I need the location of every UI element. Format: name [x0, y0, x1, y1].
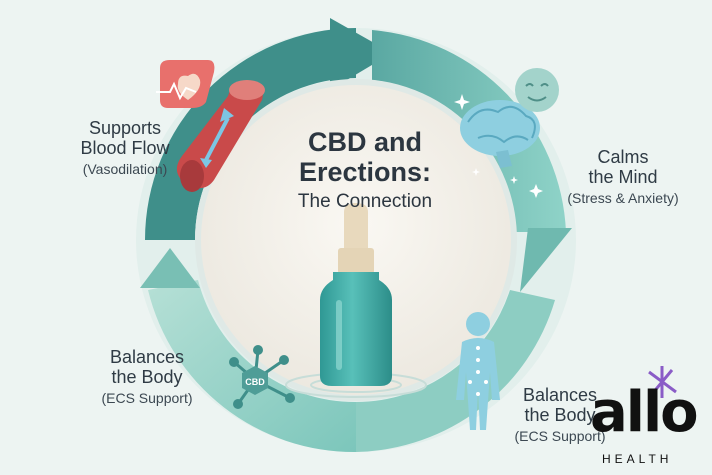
heart-icon: [156, 60, 215, 108]
molecule-label: CBD: [245, 377, 265, 387]
label-main: Supports: [88, 118, 162, 138]
title-line-1: CBD and: [308, 127, 422, 157]
label-main: the Mind: [588, 167, 658, 188]
brand-word: allo: [590, 380, 699, 445]
arrow-head-right: [520, 228, 572, 292]
title-line-2: Erections:: [298, 156, 432, 187]
calm-face-icon: [515, 68, 559, 112]
arrow-segment-right: [372, 30, 566, 232]
arrow-segment-bottom-left: [148, 280, 356, 453]
label-sub: (ECS Support): [514, 428, 606, 445]
title-subtitle: The Connection: [297, 191, 433, 213]
arrow-head-left: [140, 248, 200, 288]
label-main: the Body: [524, 405, 596, 426]
label-main: Blood Flow: [80, 138, 170, 159]
label-main: the Body: [111, 367, 183, 388]
brand-logo-icon: [648, 366, 677, 398]
label-sub: (ECS Support): [101, 390, 193, 407]
label-balance-body-left: Balances the Body (ECS Support): [72, 347, 222, 407]
label-balance-body-right: Balances the Body (ECS Support): [500, 385, 620, 445]
brand-sub: HEALTH: [602, 452, 673, 466]
brand-logo: allo HEALTH: [588, 360, 706, 470]
arrow-head-top: [330, 18, 392, 90]
label-blood-flow: Supports Blood Flow (Vasodilation): [50, 118, 200, 178]
sparkle-icon: [454, 94, 543, 198]
body-figure-icon: [456, 312, 500, 430]
label-calm-mind: Calms the Mind (Stress & Anxiety): [548, 147, 698, 207]
label-main: Balances: [109, 347, 185, 367]
blood-vessel-icon: [176, 80, 265, 192]
cbd-molecule-icon: CBD: [229, 345, 295, 409]
label-main: Calms: [597, 147, 649, 167]
diagram-title: CBD and Erections: The Connection: [250, 127, 480, 213]
brain-icon: [460, 100, 540, 168]
label-sub: (Vasodilation): [82, 161, 168, 178]
label-main: Balances: [522, 385, 598, 405]
dropper-bottle-icon: [320, 203, 392, 386]
arrow-segment-bottom: [356, 290, 555, 452]
label-sub: (Stress & Anxiety): [567, 190, 679, 207]
